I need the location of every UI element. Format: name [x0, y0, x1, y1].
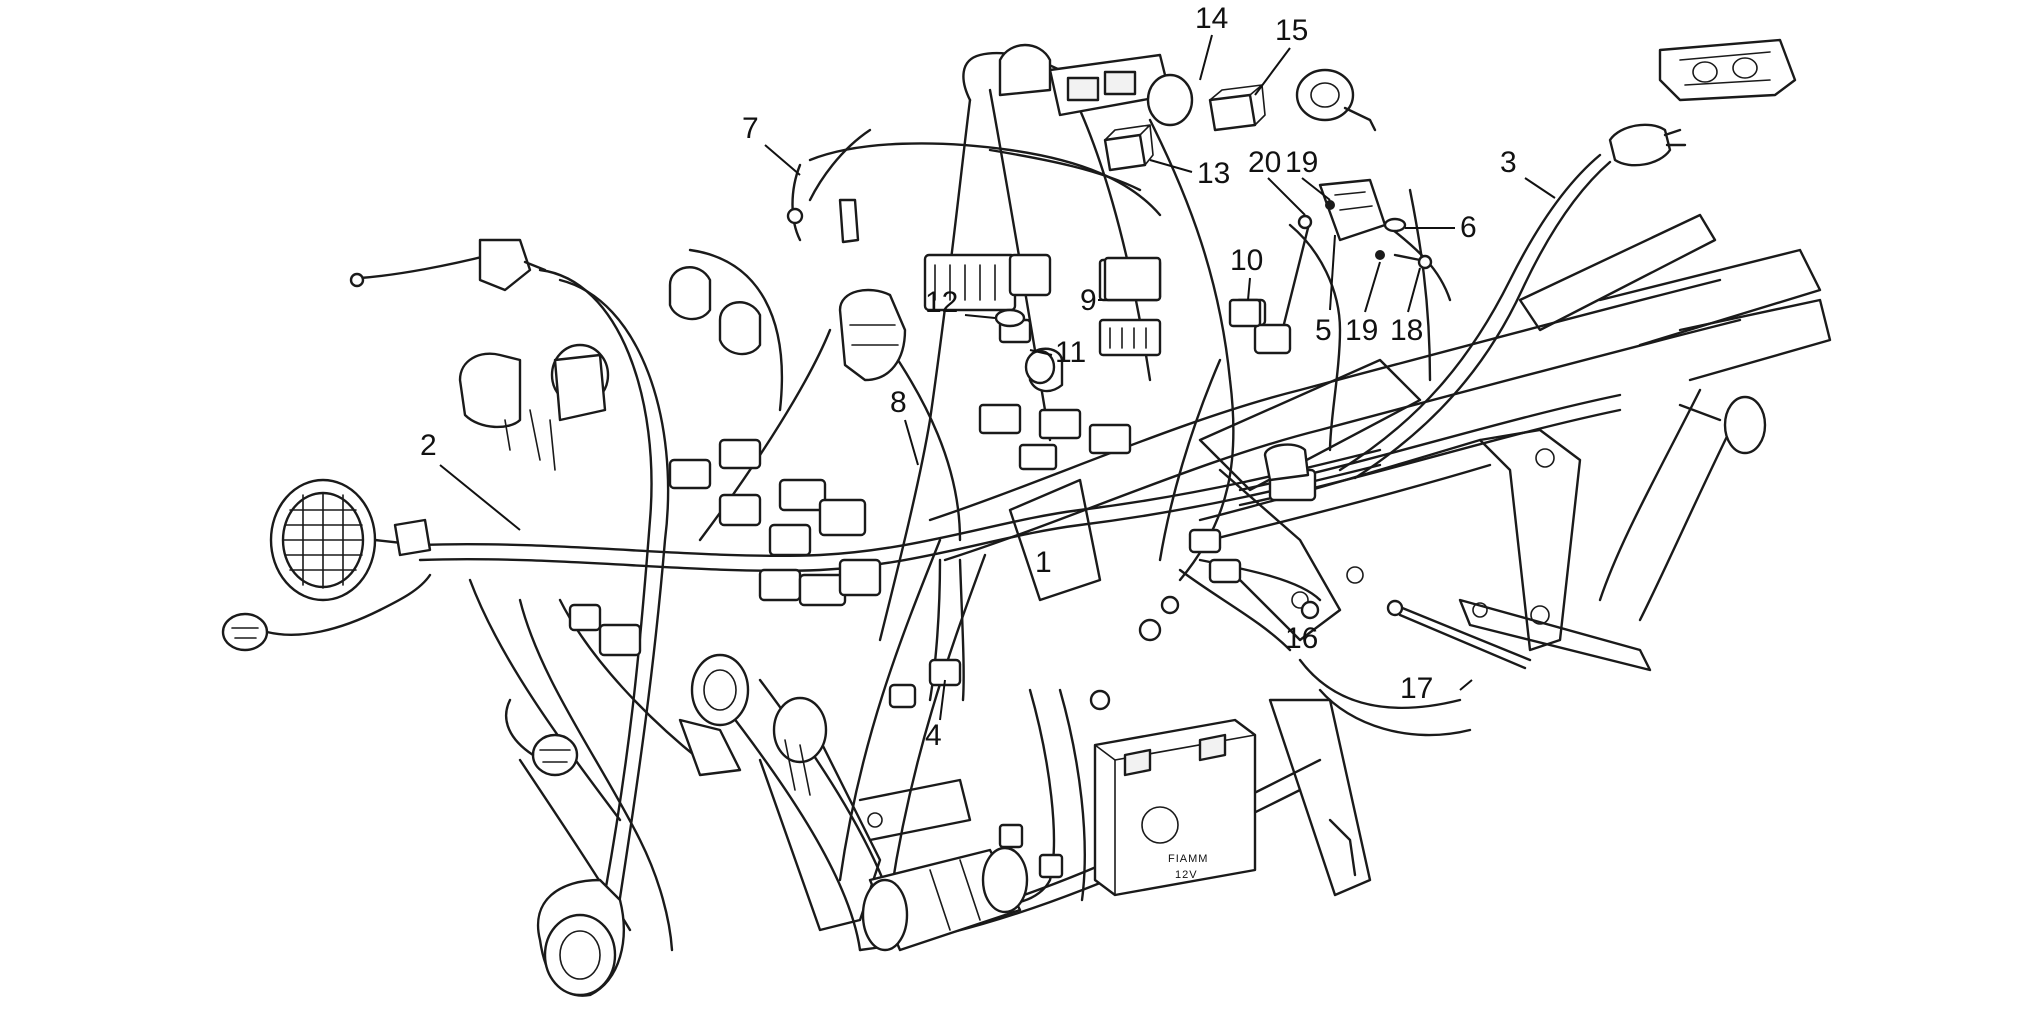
lower-coils: [678, 653, 828, 796]
starter-motor: [861, 823, 1064, 952]
callout-19-lower: 19: [1345, 314, 1378, 347]
front-indicator-left: [221, 573, 432, 652]
callout-12: 12: [925, 286, 958, 319]
callout-4: 4: [925, 719, 942, 752]
voltage-regulator: [1297, 178, 1433, 270]
callout-19-upper: 19: [1285, 146, 1318, 179]
callout-2: 2: [420, 429, 437, 462]
callout-14: 14: [1195, 2, 1228, 35]
connector-10: [1228, 298, 1262, 328]
callout-1: 1: [1035, 546, 1052, 579]
main-wiring-harness: [418, 51, 1622, 952]
ignition-coils: [458, 266, 762, 471]
ignition-switch: [1295, 68, 1377, 132]
battery: FIAMM 12V: [1093, 718, 1257, 897]
callout-10: 10: [1230, 244, 1263, 277]
relay-13: [1103, 124, 1154, 172]
callout-9: 9: [1080, 284, 1097, 317]
fuse-12-11: [994, 308, 1056, 385]
callout-8: 8: [890, 386, 907, 419]
sensor-7: [786, 198, 860, 244]
battery-brand: FIAMM: [1168, 853, 1208, 865]
callout-16: 16: [1285, 622, 1318, 655]
headlight: [269, 478, 432, 602]
relay-15: [1208, 84, 1266, 132]
motorcycle-frame: [718, 213, 1832, 952]
fuse-box: [998, 43, 1194, 127]
callout-20: 20: [1248, 146, 1281, 179]
left-handlebar-switch: [349, 238, 547, 292]
callout-11: 11: [1055, 336, 1086, 369]
horn: [537, 878, 625, 997]
battery-voltage: 12V: [1175, 869, 1198, 881]
callout-7: 7: [742, 112, 759, 145]
callouts: 1 2 3 4 5 6 7 8 9 10 11 12 13: [420, 2, 1556, 752]
right-handlebar-switch: [838, 288, 907, 382]
front-indicator-right: [505, 698, 579, 777]
callout-17: 17: [1400, 672, 1433, 705]
callout-3: 3: [1500, 146, 1517, 179]
tail-light: [1658, 38, 1797, 102]
regulator-9: [1103, 256, 1162, 302]
callout-13: 13: [1197, 157, 1230, 190]
rear-indicator: [1608, 123, 1687, 167]
callout-5: 5: [1315, 314, 1332, 347]
rear-connector: [1263, 443, 1310, 482]
callout-18: 18: [1390, 314, 1423, 347]
callout-15: 15: [1275, 14, 1308, 47]
callout-6: 6: [1460, 211, 1477, 244]
